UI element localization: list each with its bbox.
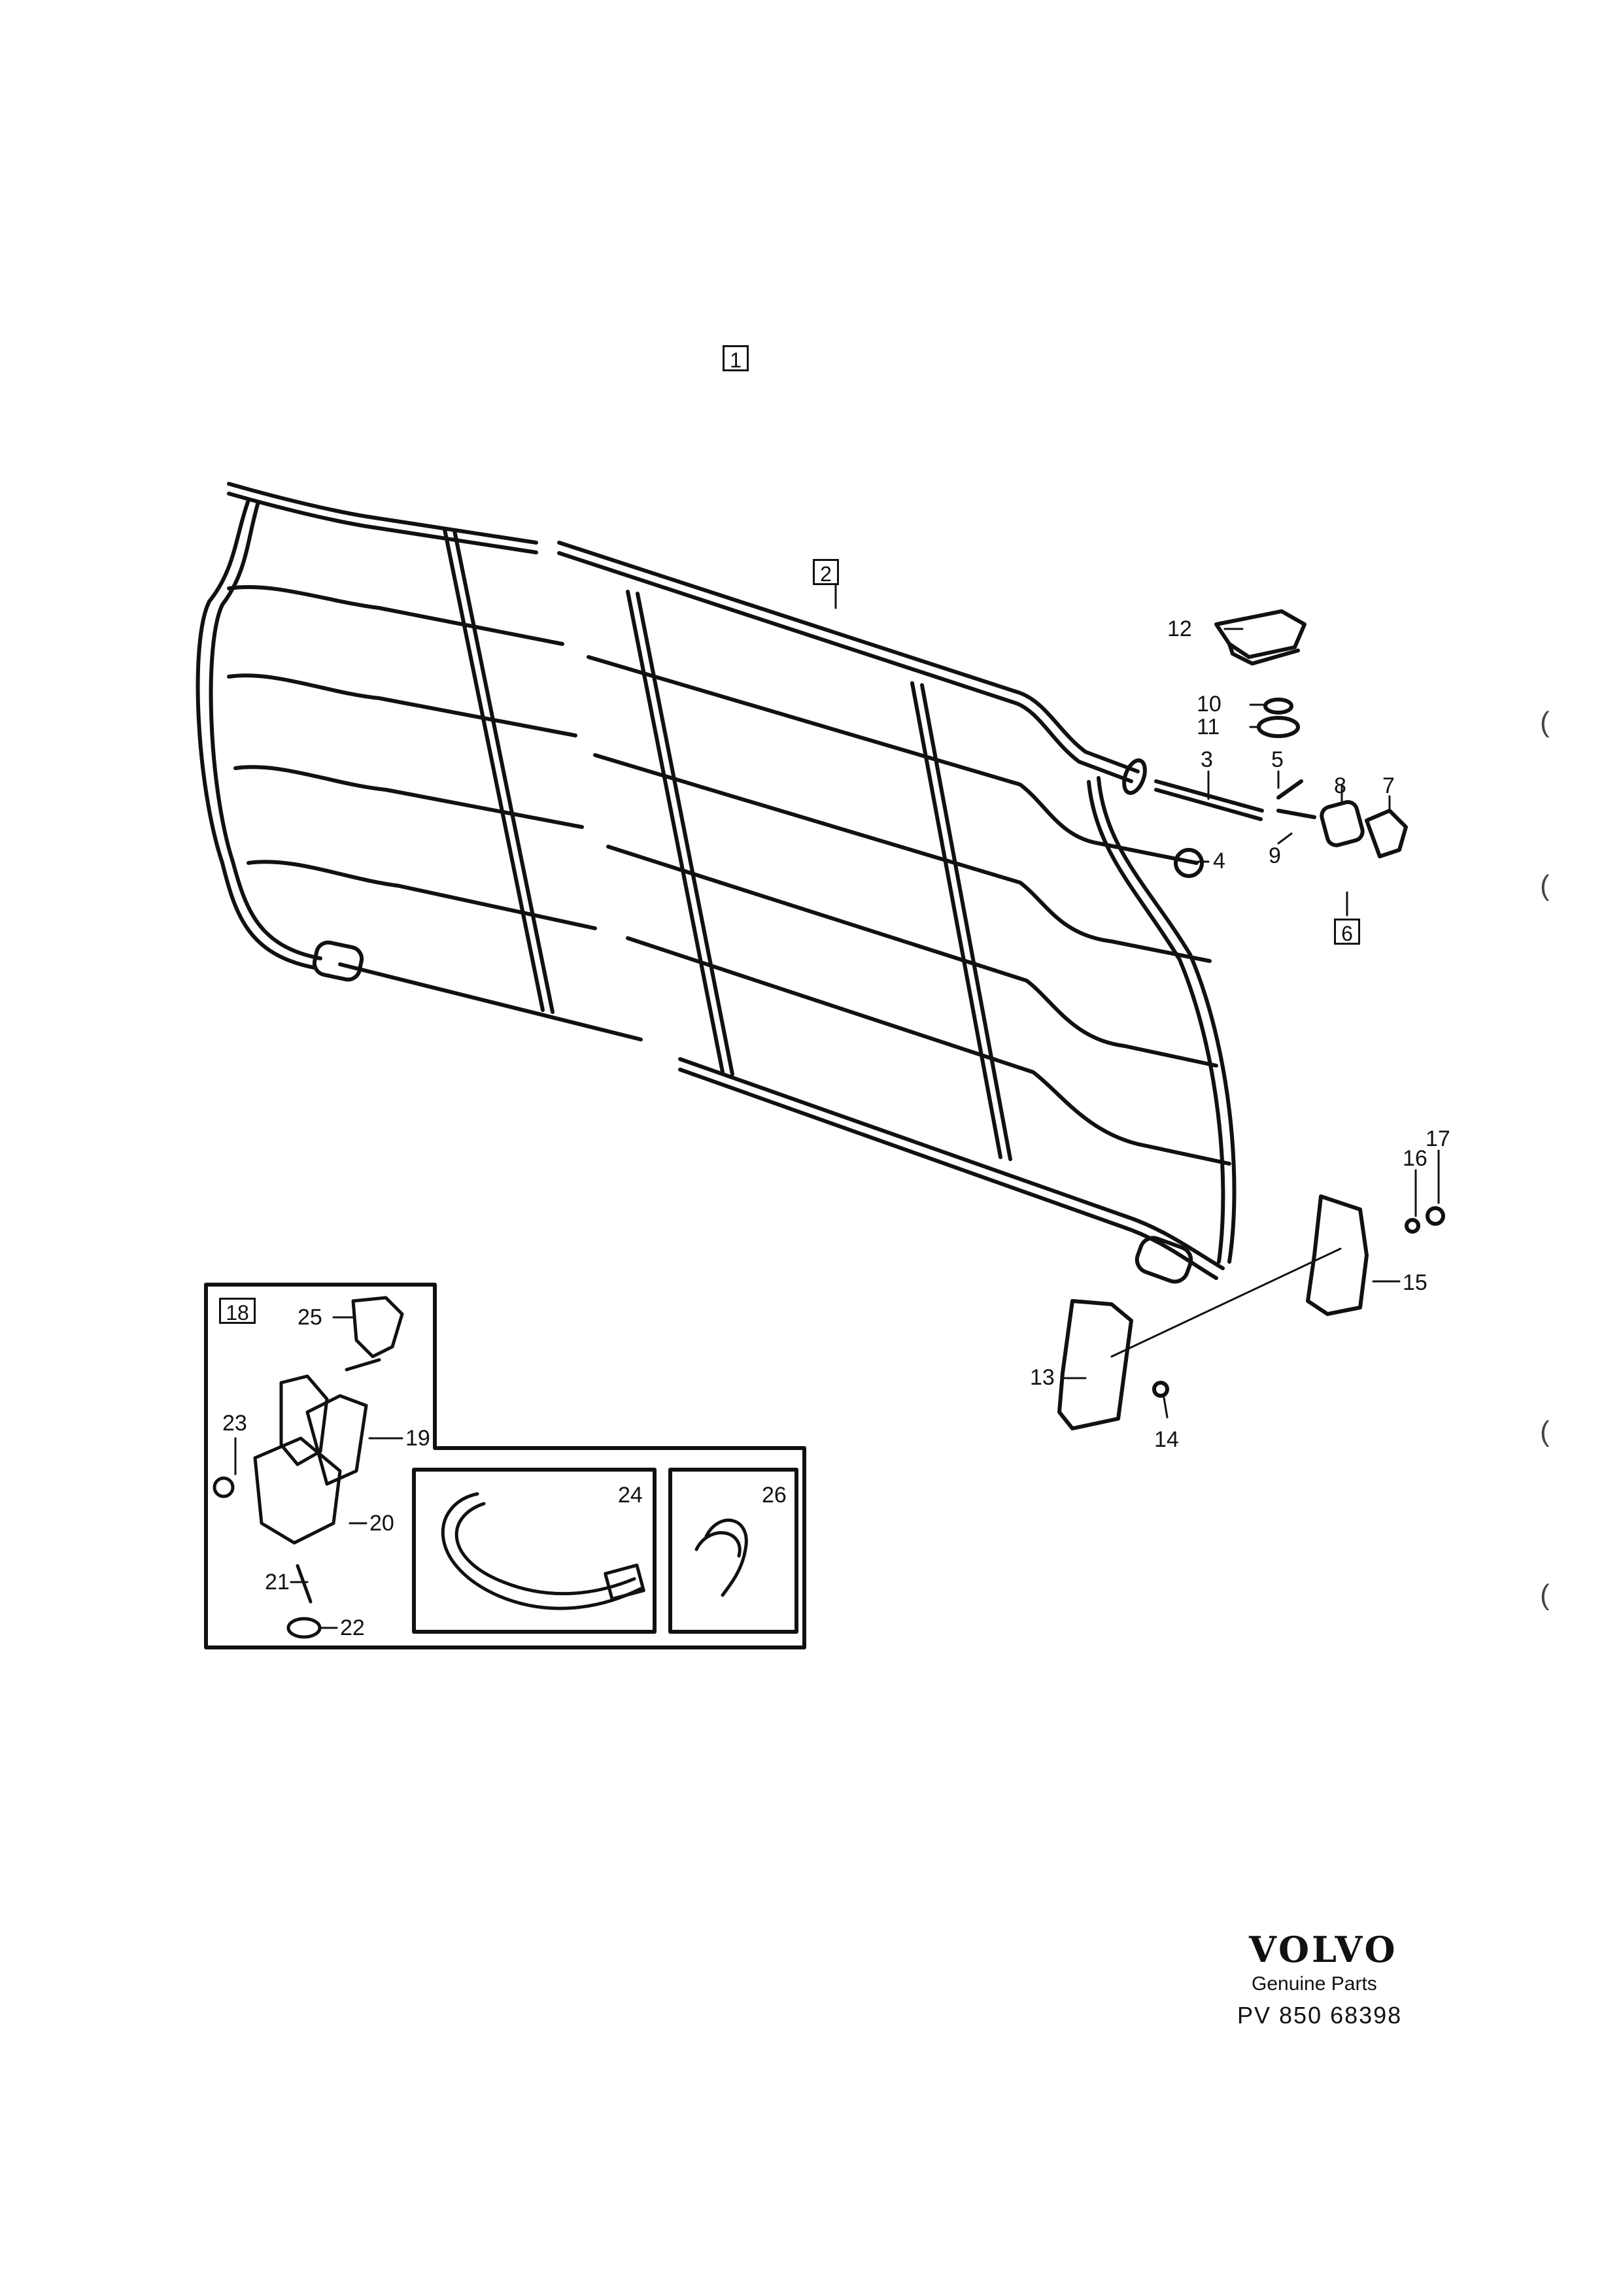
callout-13: 13 — [1030, 1365, 1055, 1390]
volvo-logo: VOLVO — [1249, 1929, 1398, 1970]
callout-23: 23 — [222, 1411, 247, 1436]
margin-mark: ( — [1540, 869, 1550, 902]
callout-9: 9 — [1269, 843, 1281, 868]
callout-21: 21 — [265, 1570, 290, 1595]
margin-mark: ( — [1540, 706, 1550, 738]
callout-12: 12 — [1167, 616, 1192, 641]
genuine-parts-tagline: Genuine Parts — [1252, 1973, 1377, 1995]
callout-3: 3 — [1201, 747, 1213, 772]
lower-mount-hardware — [1057, 1194, 1445, 1430]
callout-17: 17 — [1426, 1126, 1450, 1151]
bracket-assembly-18 — [213, 1296, 404, 1639]
inset-frame-24 — [412, 1468, 657, 1634]
callout-14: 14 — [1154, 1427, 1179, 1452]
illustration-code: PV 850 68398 — [1237, 2002, 1403, 2029]
inset-frame-26 — [668, 1468, 798, 1634]
callout-8: 8 — [1334, 773, 1346, 798]
callout-20: 20 — [369, 1511, 394, 1536]
callout-box-2: 2 — [813, 559, 839, 586]
inset-frame-18 — [204, 1283, 806, 1649]
callout-15: 15 — [1403, 1270, 1427, 1295]
callout-11: 11 — [1197, 715, 1220, 739]
callout-16: 16 — [1403, 1146, 1427, 1171]
upper-mount-hardware — [1154, 609, 1408, 878]
strap-24 — [441, 1492, 645, 1610]
leader-lines — [234, 584, 1440, 1629]
callout-26: 26 — [762, 1483, 787, 1508]
callout-4: 4 — [1213, 849, 1225, 873]
callout-box-18: 18 — [219, 1298, 256, 1325]
callout-24: 24 — [618, 1483, 643, 1508]
margin-mark: ( — [1540, 1579, 1550, 1611]
cargo-barrier-grille — [196, 482, 1237, 1284]
callout-19: 19 — [405, 1426, 430, 1451]
callout-5: 5 — [1271, 747, 1284, 772]
callout-box-1: 1 — [723, 345, 749, 372]
callout-box-6: 6 — [1334, 919, 1360, 945]
margin-mark: ( — [1540, 1415, 1550, 1447]
callout-25: 25 — [298, 1305, 322, 1330]
callout-7: 7 — [1382, 773, 1395, 798]
callout-10: 10 — [1197, 692, 1222, 717]
clip-26 — [694, 1518, 748, 1597]
callout-22: 22 — [340, 1615, 365, 1640]
